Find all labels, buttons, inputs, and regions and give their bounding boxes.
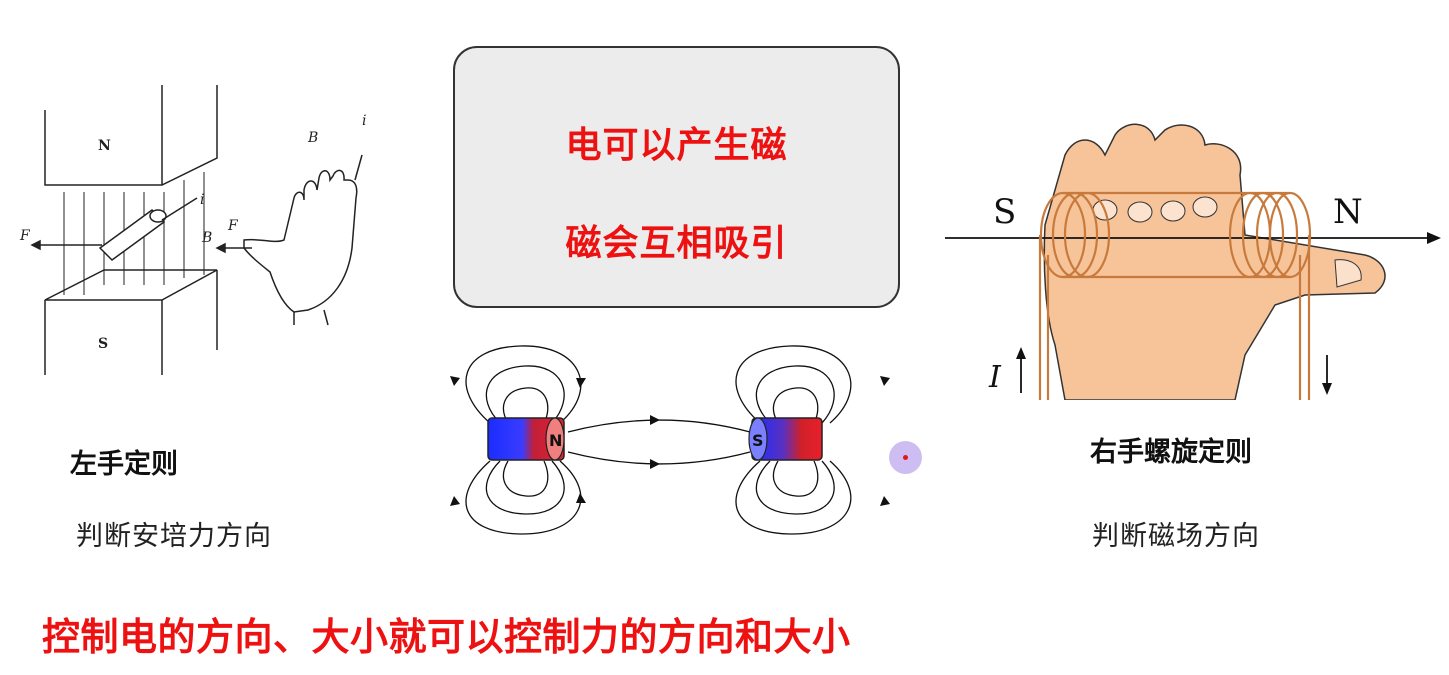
left-rule-description: 判断安培力方向 xyxy=(76,514,272,553)
coil-north-label: N xyxy=(1333,192,1363,232)
left-hand-rule-illustration: N S F B i F B i xyxy=(12,80,412,410)
field-label: B xyxy=(201,230,212,246)
hand-field-label: B xyxy=(307,130,318,146)
magnet-field-diagram: N S xyxy=(440,328,920,550)
bottom-statement: 控制电的方向、大小就可以控制力的方向和大小 xyxy=(42,606,851,661)
left-rule-title: 左手定则 xyxy=(70,442,178,481)
callout-box: 电可以产生磁 磁会互相吸引 xyxy=(453,46,900,308)
coil-current-label: I xyxy=(988,360,1002,395)
callout-line-1: 电可以产生磁 xyxy=(455,116,898,168)
hand-current-label: i xyxy=(362,113,366,129)
right-hand-rule-illustration: S N I xyxy=(945,115,1445,400)
left-magnet-pole-label: N xyxy=(549,431,562,450)
callout-line-2: 磁会互相吸引 xyxy=(455,214,898,266)
right-rule-title: 右手螺旋定则 xyxy=(1090,430,1252,469)
north-pole-label: N xyxy=(98,138,111,154)
force-label: F xyxy=(19,228,31,244)
coil-south-label: S xyxy=(993,192,1016,232)
right-magnet-pole-label: S xyxy=(752,431,764,450)
pointer-cursor-indicator xyxy=(889,441,922,474)
south-pole-label: S xyxy=(98,336,108,352)
hand-force-label: F xyxy=(227,218,239,234)
current-label: i xyxy=(200,192,204,208)
hand-shape xyxy=(1044,124,1385,400)
right-rule-description: 判断磁场方向 xyxy=(1092,514,1260,553)
